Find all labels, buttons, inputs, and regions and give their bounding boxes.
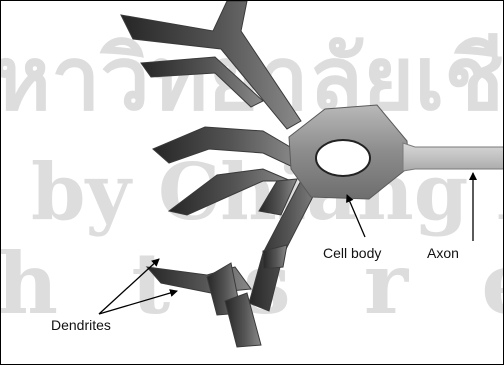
axon-label: Axon	[427, 245, 459, 261]
dendrites-label: Dendrites	[51, 317, 111, 333]
nucleus	[316, 140, 370, 176]
axon-shape	[403, 143, 504, 171]
cell-body-label: Cell body	[323, 245, 381, 261]
